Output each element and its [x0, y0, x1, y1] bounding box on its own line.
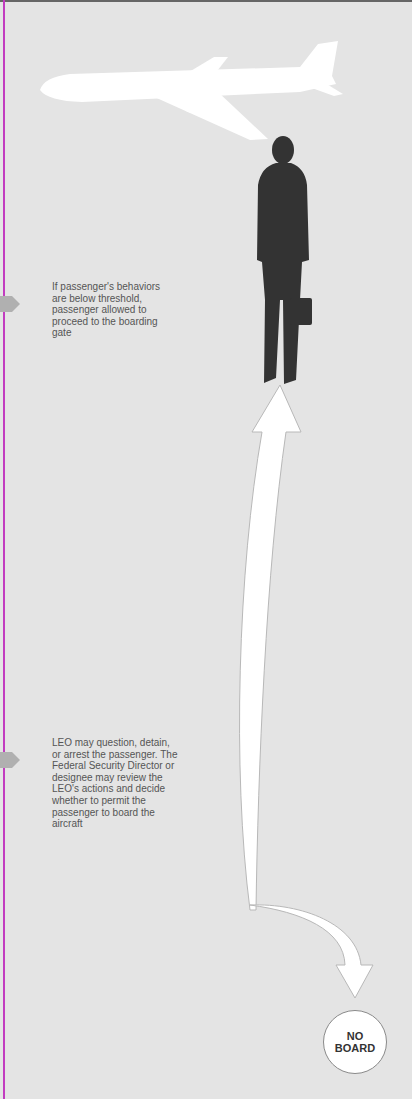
step-marker — [0, 296, 20, 768]
airplane-silhouette — [40, 41, 343, 140]
node-label: NO BOARD — [333, 1030, 377, 1054]
decision-circle: NO BOARD — [323, 1010, 387, 1074]
side-rule — [3, 0, 5, 1099]
flow-arrow — [240, 385, 373, 998]
top-border — [0, 0, 412, 2]
passenger-silhouette — [257, 136, 312, 384]
note-text: If passenger's behaviors are below thres… — [52, 281, 176, 339]
note-text: LEO may question, detain, or arrest the … — [52, 737, 180, 830]
